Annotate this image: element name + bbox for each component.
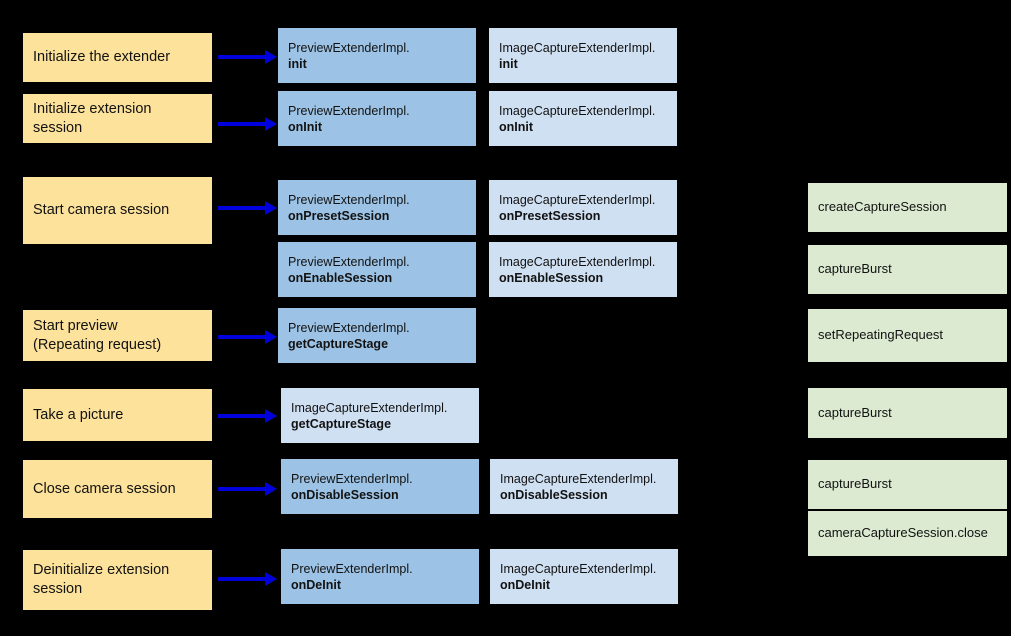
stage-label: Take a picture bbox=[33, 406, 124, 423]
api-class-name: PreviewExtenderImpl. bbox=[291, 561, 413, 576]
arrow-to-imagecapture-getcapturestage bbox=[218, 409, 277, 423]
api-method-name: onInit bbox=[499, 119, 534, 134]
api-method-name: onEnableSession bbox=[288, 270, 393, 285]
api-box-previewextenderimpl-ondisablesession: PreviewExtenderImpl. onDisableSession bbox=[281, 459, 479, 514]
arrow-to-preview-ondisablesession bbox=[218, 482, 277, 496]
api-box-previewextenderimpl-init: PreviewExtenderImpl. init bbox=[278, 28, 476, 83]
stage-box-initialize-the-extender: Initialize the extender bbox=[23, 33, 212, 82]
stage-label: Initialize the extender bbox=[33, 49, 171, 66]
arrow-to-preview-onpresetsession bbox=[218, 201, 277, 215]
api-method-name: onEnableSession bbox=[499, 270, 604, 285]
camera2-label: captureBurst bbox=[818, 404, 892, 420]
stage-label: Deinitialize extension session bbox=[33, 562, 170, 597]
arrow-to-preview-getcapturestage bbox=[218, 330, 277, 344]
api-class-name: PreviewExtenderImpl. bbox=[288, 40, 410, 55]
api-class-name: PreviewExtenderImpl. bbox=[288, 320, 410, 335]
stage-box-close-camera-session: Close camera session bbox=[23, 460, 212, 518]
stage-box-start-camera-session: Start camera session bbox=[23, 177, 212, 244]
api-box-imagecaptureextenderimpl-onpresetsession: ImageCaptureExtenderImpl. onPresetSessio… bbox=[489, 180, 677, 235]
camera2-box-cameracapturesession-close: cameraCaptureSession.close bbox=[808, 511, 1007, 556]
api-class-name: ImageCaptureExtenderImpl. bbox=[499, 103, 656, 118]
camera2-box-createcapturesession: createCaptureSession bbox=[808, 183, 1007, 232]
api-class-name: ImageCaptureExtenderImpl. bbox=[291, 400, 448, 415]
api-class-name: PreviewExtenderImpl. bbox=[288, 192, 410, 207]
camera2-box-setrepeatingrequest: setRepeatingRequest bbox=[808, 309, 1007, 362]
api-method-name: onPresetSession bbox=[499, 208, 601, 223]
api-method-name: onDeInit bbox=[291, 577, 341, 592]
api-box-previewextenderimpl-onenablesession: PreviewExtenderImpl. onEnableSession bbox=[278, 242, 476, 297]
stage-box-start-preview: Start preview (Repeating request) bbox=[23, 310, 212, 361]
camera2-label: setRepeatingRequest bbox=[818, 327, 944, 343]
camera2-box-captureburst-1: captureBurst bbox=[808, 245, 1007, 294]
api-method-name: onInit bbox=[288, 119, 323, 134]
api-class-name: ImageCaptureExtenderImpl. bbox=[499, 254, 656, 269]
api-class-name: PreviewExtenderImpl. bbox=[291, 471, 413, 486]
api-box-previewextenderimpl-oninit: PreviewExtenderImpl. onInit bbox=[278, 91, 476, 146]
api-class-name: ImageCaptureExtenderImpl. bbox=[500, 561, 657, 576]
api-box-imagecaptureextenderimpl-onenablesession: ImageCaptureExtenderImpl. onEnableSessio… bbox=[489, 242, 677, 297]
api-box-previewextenderimpl-getcapturestage: PreviewExtenderImpl. getCaptureStage bbox=[278, 308, 476, 363]
camera2-label: captureBurst bbox=[818, 476, 892, 492]
api-method-name: onPresetSession bbox=[288, 208, 390, 223]
api-class-name: PreviewExtenderImpl. bbox=[288, 103, 410, 118]
api-method-name: onDeInit bbox=[500, 577, 550, 592]
api-class-name: PreviewExtenderImpl. bbox=[288, 254, 410, 269]
api-class-name: ImageCaptureExtenderImpl. bbox=[499, 40, 656, 55]
api-box-imagecaptureextenderimpl-ondisablesession: ImageCaptureExtenderImpl. onDisableSessi… bbox=[490, 459, 678, 514]
stage-label: Start camera session bbox=[33, 202, 170, 219]
api-method-name: getCaptureStage bbox=[291, 416, 392, 431]
api-method-name: getCaptureStage bbox=[288, 336, 389, 351]
api-box-imagecaptureextenderimpl-oninit: ImageCaptureExtenderImpl. onInit bbox=[489, 91, 677, 146]
api-box-imagecaptureextenderimpl-init: ImageCaptureExtenderImpl. init bbox=[489, 28, 677, 83]
api-class-name: ImageCaptureExtenderImpl. bbox=[499, 192, 656, 207]
api-method-name: onDisableSession bbox=[500, 487, 608, 502]
stage-box-initialize-extension-session: Initialize extension session bbox=[23, 94, 212, 143]
api-box-previewextenderimpl-ondeinit: PreviewExtenderImpl. onDeInit bbox=[281, 549, 479, 604]
camera2-label: cameraCaptureSession.close bbox=[818, 525, 988, 541]
camera2-box-captureburst-3: captureBurst bbox=[808, 460, 1007, 509]
stage-label: Initialize extension session bbox=[33, 100, 152, 136]
stage-label: Close camera session bbox=[33, 480, 176, 497]
stage-label: Start preview (Repeating request) bbox=[33, 317, 162, 353]
arrow-to-preview-ondeinit bbox=[218, 572, 277, 586]
stage-box-take-a-picture: Take a picture bbox=[23, 389, 212, 441]
camera2-box-captureburst-2: captureBurst bbox=[808, 388, 1007, 438]
api-class-name: ImageCaptureExtenderImpl. bbox=[500, 471, 657, 486]
api-box-imagecaptureextenderimpl-ondeinit: ImageCaptureExtenderImpl. onDeInit bbox=[490, 549, 678, 604]
api-method-name: init bbox=[288, 56, 307, 71]
stage-box-deinitialize-extension-session: Deinitialize extension session bbox=[23, 550, 212, 610]
camera2-label: captureBurst bbox=[818, 261, 892, 277]
arrow-to-preview-init bbox=[218, 50, 277, 64]
arrow-to-preview-oninit bbox=[218, 117, 277, 131]
api-method-name: init bbox=[499, 56, 518, 71]
api-box-previewextenderimpl-onpresetsession: PreviewExtenderImpl. onPresetSession bbox=[278, 180, 476, 235]
api-box-imagecaptureextenderimpl-getcapturestage: ImageCaptureExtenderImpl. getCaptureStag… bbox=[281, 388, 479, 443]
api-method-name: onDisableSession bbox=[291, 487, 399, 502]
camera2-label: createCaptureSession bbox=[818, 199, 947, 215]
